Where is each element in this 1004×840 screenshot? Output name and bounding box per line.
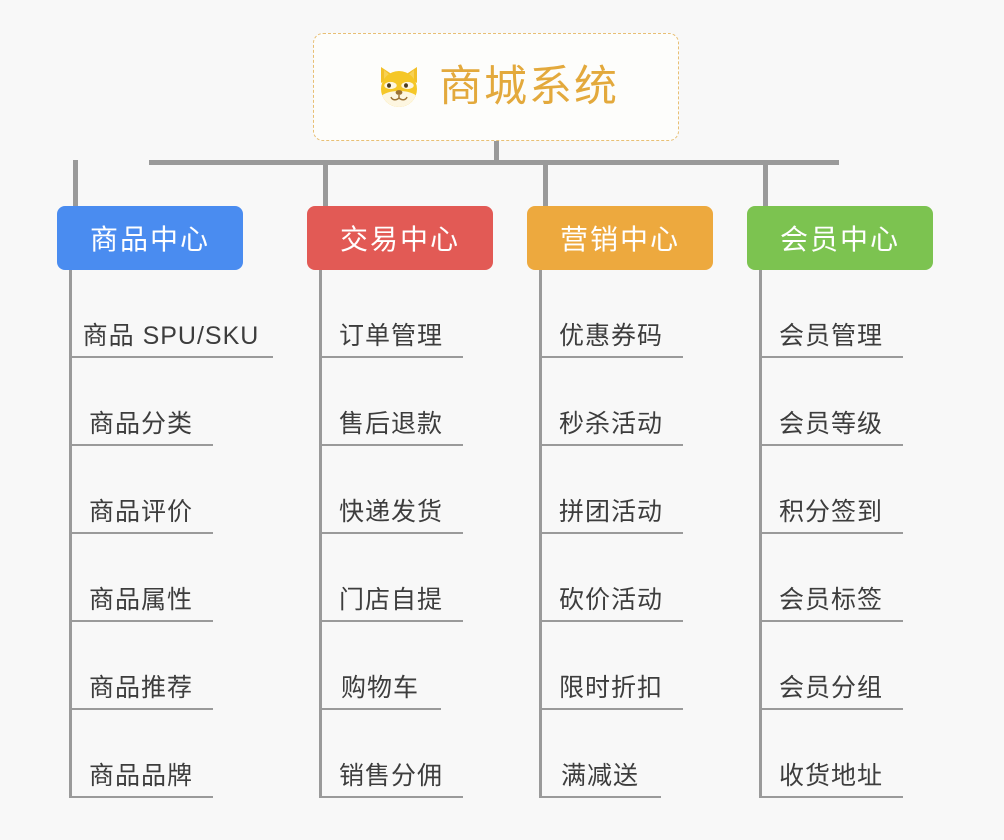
leaf-item[interactable]: 商品品牌 <box>69 710 213 798</box>
leaf-item-label: 会员标签 <box>778 585 883 614</box>
leaf-item-label: 订单管理 <box>338 321 443 350</box>
leaf-item-label: 购物车 <box>340 673 419 702</box>
leaf-item-label: 门店自提 <box>338 585 443 614</box>
connector-drop-1 <box>73 160 78 208</box>
group-body-1: 商品 SPU/SKU 商品分类商品评价商品属性商品推荐商品品牌 <box>57 270 273 798</box>
root-node[interactable]: 商城系统 <box>313 33 679 141</box>
leaf-item-label: 会员管理 <box>778 321 883 350</box>
leaf-item[interactable]: 积分签到 <box>759 446 903 534</box>
leaf-item[interactable]: 订单管理 <box>319 270 463 358</box>
group-trunk-2 <box>319 270 322 798</box>
group-trunk-1 <box>69 270 72 798</box>
group-body-2: 订单管理售后退款快递发货门店自提购物车销售分佣 <box>307 270 493 798</box>
group-header-label: 营销中心 <box>559 224 680 255</box>
leaf-item-label: 满减送 <box>560 761 639 790</box>
group-column-4: 会员中心会员管理会员等级积分签到会员标签会员分组收货地址 <box>747 206 933 798</box>
group-header-label: 交易中心 <box>339 224 460 255</box>
leaf-item[interactable]: 售后退款 <box>319 358 463 446</box>
leaf-item[interactable]: 商品 SPU/SKU <box>69 270 273 358</box>
leaf-item-label: 会员等级 <box>778 409 883 438</box>
leaf-item[interactable]: 满减送 <box>539 710 661 798</box>
leaf-item[interactable]: 商品推荐 <box>69 622 213 710</box>
leaf-item[interactable]: 优惠券码 <box>539 270 683 358</box>
connector-drop-2 <box>323 160 328 208</box>
leaf-item-label: 商品推荐 <box>88 673 193 702</box>
group-column-2: 交易中心订单管理售后退款快递发货门店自提购物车销售分佣 <box>307 206 493 798</box>
group-header-label: 商品中心 <box>89 224 210 255</box>
leaf-item[interactable]: 会员分组 <box>759 622 903 710</box>
leaf-item[interactable]: 商品分类 <box>69 358 213 446</box>
leaf-item-label: 积分签到 <box>778 497 883 526</box>
leaf-item-label: 会员分组 <box>778 673 883 702</box>
group-header-3[interactable]: 营销中心 <box>527 206 713 270</box>
leaf-item[interactable]: 拼团活动 <box>539 446 683 534</box>
connector-drop-4 <box>763 160 768 208</box>
group-body-3: 优惠券码秒杀活动拼团活动砍价活动限时折扣满减送 <box>527 270 713 798</box>
leaf-item-label: 商品 SPU/SKU <box>82 321 260 350</box>
connector-horizontal-bus <box>149 160 839 165</box>
leaf-item[interactable]: 会员管理 <box>759 270 903 358</box>
leaf-item-label: 收货地址 <box>778 761 883 790</box>
group-header-1[interactable]: 商品中心 <box>57 206 243 270</box>
leaf-item[interactable]: 会员等级 <box>759 358 903 446</box>
leaf-item-label: 商品评价 <box>88 497 193 526</box>
leaf-item-label: 限时折扣 <box>558 673 663 702</box>
leaf-item-label: 售后退款 <box>338 409 443 438</box>
connector-drop-3 <box>543 160 548 208</box>
group-body-4: 会员管理会员等级积分签到会员标签会员分组收货地址 <box>747 270 933 798</box>
leaf-item-label: 快递发货 <box>338 497 443 526</box>
leaf-item[interactable]: 收货地址 <box>759 710 903 798</box>
group-header-2[interactable]: 交易中心 <box>307 206 493 270</box>
leaf-item-label: 商品品牌 <box>88 761 193 790</box>
leaf-item[interactable]: 商品评价 <box>69 446 213 534</box>
group-column-3: 营销中心优惠券码秒杀活动拼团活动砍价活动限时折扣满减送 <box>527 206 713 798</box>
leaf-item[interactable]: 快递发货 <box>319 446 463 534</box>
leaf-item[interactable]: 限时折扣 <box>539 622 683 710</box>
leaf-item[interactable]: 砍价活动 <box>539 534 683 622</box>
group-header-label: 会员中心 <box>779 224 900 255</box>
leaf-item[interactable]: 购物车 <box>319 622 441 710</box>
leaf-item[interactable]: 销售分佣 <box>319 710 463 798</box>
leaf-item-label: 拼团活动 <box>558 497 663 526</box>
leaf-item-label: 秒杀活动 <box>558 409 663 438</box>
group-trunk-3 <box>539 270 542 798</box>
leaf-item-label: 销售分佣 <box>338 761 443 790</box>
leaf-item-label: 商品属性 <box>88 585 193 614</box>
leaf-item[interactable]: 商品属性 <box>69 534 213 622</box>
leaf-item[interactable]: 门店自提 <box>319 534 463 622</box>
leaf-item-label: 砍价活动 <box>558 585 663 614</box>
leaf-item-label: 商品分类 <box>88 409 193 438</box>
group-header-4[interactable]: 会员中心 <box>747 206 933 270</box>
shiba-dog-face-icon <box>373 61 425 113</box>
leaf-item[interactable]: 秒杀活动 <box>539 358 683 446</box>
leaf-item[interactable]: 会员标签 <box>759 534 903 622</box>
group-column-1: 商品中心商品 SPU/SKU 商品分类商品评价商品属性商品推荐商品品牌 <box>57 206 273 798</box>
root-title: 商城系统 <box>439 62 619 111</box>
group-trunk-4 <box>759 270 762 798</box>
connector-root-stem <box>494 141 499 163</box>
leaf-item-label: 优惠券码 <box>558 321 663 350</box>
